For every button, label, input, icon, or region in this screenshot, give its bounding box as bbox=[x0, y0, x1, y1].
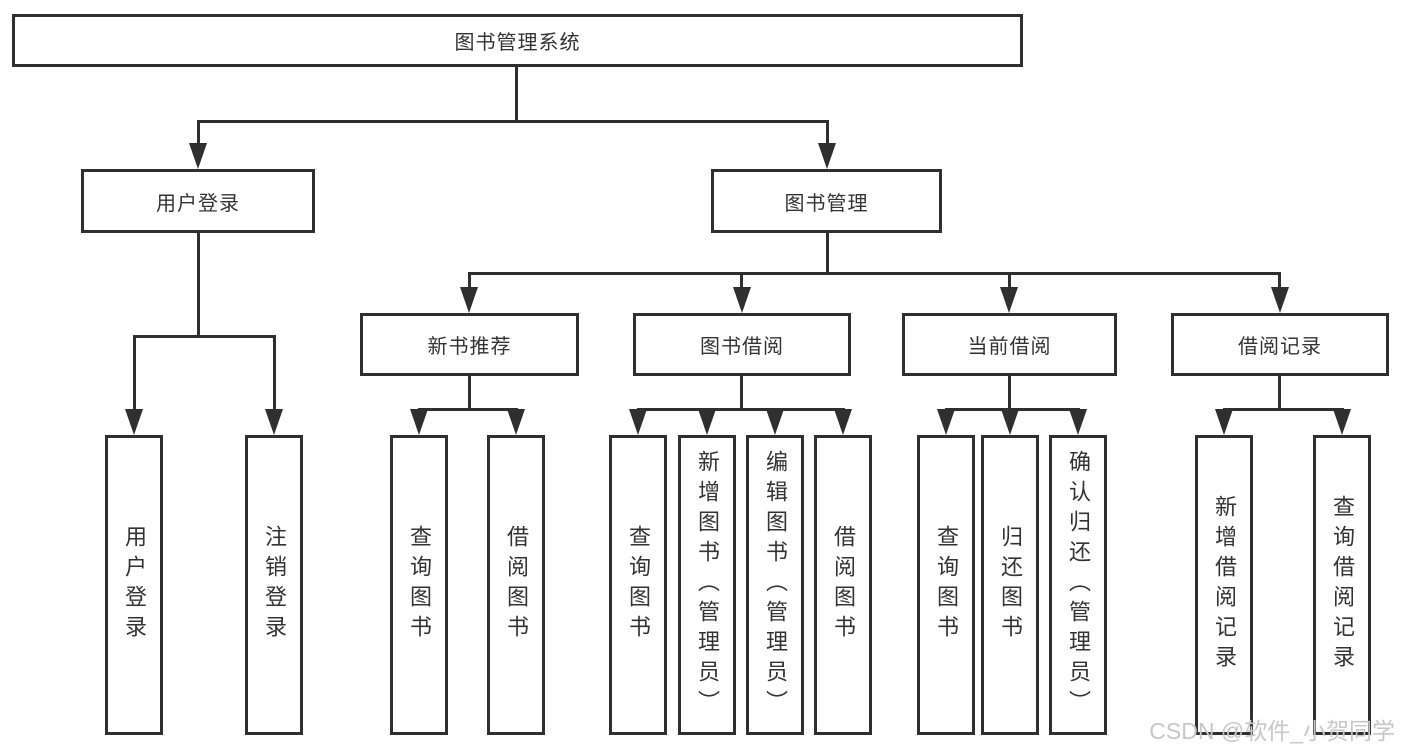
csdn-watermark: CSDN @软件_小贺同学 bbox=[1149, 718, 1395, 744]
node-book-management-label: 图书管理 bbox=[784, 192, 869, 215]
connector-user-login-rail bbox=[133, 335, 276, 338]
node-root: 图书管理系统 bbox=[12, 14, 1023, 67]
node-leaf-bb-add-book-admin-label: 新增图书（管理员） bbox=[695, 450, 720, 720]
node-leaf-user-login: 用户登录 bbox=[105, 435, 163, 735]
arrowhead-cb-query-book bbox=[937, 409, 955, 435]
node-leaf-cb-confirm-return-admin-label: 确认归还（管理员） bbox=[1066, 450, 1091, 720]
node-leaf-br-query-record: 查询借阅记录 bbox=[1313, 435, 1371, 735]
node-user-login: 用户登录 bbox=[81, 169, 315, 233]
connector-current-borrow-stem bbox=[1008, 376, 1011, 408]
node-leaf-bb-add-book-admin: 新增图书（管理员） bbox=[678, 435, 736, 735]
connector-borrow-record-stem bbox=[1278, 376, 1281, 408]
node-leaf-nbr-borrow-book-label: 借阅图书 bbox=[504, 525, 529, 645]
node-leaf-cb-return-book: 归还图书 bbox=[981, 435, 1039, 735]
node-leaf-br-add-record-label: 新增借阅记录 bbox=[1212, 495, 1237, 675]
connector-drop-book-borrow bbox=[740, 272, 743, 289]
connector-book-borrow-stem bbox=[740, 376, 743, 408]
node-leaf-br-add-record: 新增借阅记录 bbox=[1195, 435, 1253, 735]
connector-user-login-stem bbox=[197, 232, 200, 335]
node-leaf-nbr-query-book: 查询图书 bbox=[390, 435, 448, 735]
connector-drop-book-management bbox=[826, 120, 829, 145]
node-leaf-cb-confirm-return-admin: 确认归还（管理员） bbox=[1049, 435, 1107, 735]
arrowhead-bb-edit-book bbox=[766, 409, 784, 435]
arrowhead-nbr-query-book bbox=[410, 409, 428, 435]
connector-level2-rail bbox=[197, 120, 829, 123]
arrowhead-login-leaf bbox=[125, 409, 143, 435]
node-current-borrow-label: 当前借阅 bbox=[967, 336, 1052, 358]
node-leaf-bb-borrow-book-label: 借阅图书 bbox=[831, 525, 856, 645]
node-leaf-user-login-label: 用户登录 bbox=[122, 525, 147, 645]
node-leaf-cb-query-book-label: 查询图书 bbox=[934, 525, 959, 645]
arrowhead-user-login bbox=[189, 143, 207, 169]
node-leaf-logout: 注销登录 bbox=[245, 435, 303, 735]
connector-book-management-stem bbox=[826, 232, 829, 272]
arrowhead-nbr-borrow-book bbox=[507, 409, 525, 435]
node-leaf-cb-query-book: 查询图书 bbox=[917, 435, 975, 735]
node-book-management: 图书管理 bbox=[711, 169, 942, 233]
arrowhead-book-borrow bbox=[733, 287, 751, 313]
node-leaf-nbr-query-book-label: 查询图书 bbox=[407, 525, 432, 645]
connector-root-stem bbox=[515, 65, 518, 120]
arrowhead-current-borrow bbox=[1000, 287, 1018, 313]
node-leaf-bb-edit-book-admin: 编辑图书（管理员） bbox=[746, 435, 804, 735]
node-borrow-record: 借阅记录 bbox=[1171, 313, 1389, 376]
arrowhead-new-book-recommend bbox=[460, 287, 478, 313]
node-leaf-nbr-borrow-book: 借阅图书 bbox=[487, 435, 545, 735]
arrowhead-logout-leaf bbox=[265, 409, 283, 435]
arrowhead-bb-query-book bbox=[629, 409, 647, 435]
node-leaf-bb-edit-book-admin-label: 编辑图书（管理员） bbox=[763, 450, 788, 720]
node-new-book-recommend: 新书推荐 bbox=[360, 313, 579, 376]
node-book-borrow-label: 图书借阅 bbox=[700, 336, 784, 358]
node-leaf-bb-borrow-book: 借阅图书 bbox=[814, 435, 872, 735]
connector-drop-logout-leaf bbox=[273, 335, 276, 411]
node-borrow-record-label: 借阅记录 bbox=[1238, 336, 1322, 358]
connector-borrow-record-rail bbox=[1223, 408, 1344, 411]
connector-book-borrow-rail bbox=[637, 408, 845, 411]
node-leaf-cb-return-book-label: 归还图书 bbox=[998, 525, 1023, 645]
node-leaf-logout-label: 注销登录 bbox=[262, 525, 287, 645]
node-new-book-recommend-label: 新书推荐 bbox=[427, 336, 512, 358]
arrowhead-bb-add-book bbox=[698, 409, 716, 435]
node-leaf-bb-query-book: 查询图书 bbox=[609, 435, 667, 735]
connector-new-book-recommend-rail bbox=[418, 408, 518, 411]
connector-drop-new-book-recommend bbox=[468, 272, 471, 289]
arrowhead-borrow-record bbox=[1271, 287, 1289, 313]
node-leaf-bb-query-book-label: 查询图书 bbox=[626, 525, 651, 645]
connector-new-book-recommend-stem bbox=[468, 376, 471, 408]
arrowhead-br-add-record bbox=[1215, 409, 1233, 435]
arrowhead-book-management bbox=[818, 143, 836, 169]
connector-drop-login-leaf bbox=[133, 335, 136, 411]
connector-level3-rail bbox=[468, 272, 1281, 275]
connector-drop-borrow-record bbox=[1278, 272, 1281, 289]
arrowhead-cb-confirm-return bbox=[1069, 409, 1087, 435]
node-current-borrow: 当前借阅 bbox=[902, 313, 1117, 376]
arrowhead-cb-return-book bbox=[1001, 409, 1019, 435]
node-user-login-label: 用户登录 bbox=[156, 192, 240, 215]
connector-drop-user-login bbox=[197, 120, 200, 145]
arrowhead-bb-borrow-book bbox=[834, 409, 852, 435]
node-root-label: 图书管理系统 bbox=[454, 32, 581, 54]
connector-drop-current-borrow bbox=[1008, 272, 1011, 289]
node-book-borrow: 图书借阅 bbox=[633, 313, 851, 376]
arrowhead-br-query-record bbox=[1333, 409, 1351, 435]
node-leaf-br-query-record-label: 查询借阅记录 bbox=[1330, 495, 1355, 675]
